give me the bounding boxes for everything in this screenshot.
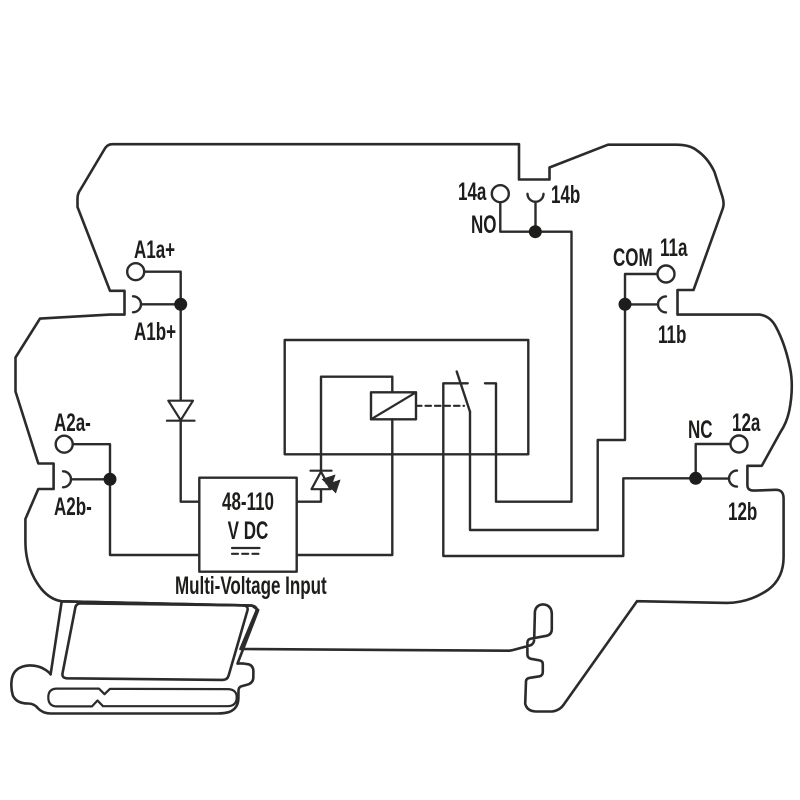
terminal-14b: [526, 192, 545, 203]
din-rail-foot: [10, 600, 260, 715]
label-12a: 12a: [732, 409, 761, 437]
label-a1b: A1b+: [134, 318, 177, 346]
label-com: COM: [613, 244, 653, 272]
led-icon: [309, 469, 341, 494]
terminal-points: [54, 183, 749, 489]
label-a2b: A2b-: [54, 493, 92, 521]
label-14b: 14b: [551, 181, 581, 209]
input-box-range: 48-110: [222, 488, 274, 516]
label-14a: 14a: [458, 178, 487, 206]
diode-icon: [165, 399, 196, 422]
label-nc: NC: [688, 416, 713, 444]
relay-coil-icon: [369, 391, 418, 421]
input-box-unit: V DC: [227, 517, 269, 545]
terminal-11b: [656, 295, 668, 314]
rail-window: [61, 602, 249, 682]
terminal-11a: [656, 264, 676, 284]
terminal-14a: [490, 183, 510, 204]
diagram-caption: Multi-Voltage Input: [175, 572, 327, 600]
rail-slot: [47, 687, 238, 708]
label-a1a: A1a+: [134, 236, 176, 264]
module-body-outline: [14, 142, 794, 713]
terminal-a2b: [61, 470, 73, 489]
label-11b: 11b: [658, 321, 687, 349]
relay-block: [283, 338, 530, 456]
terminal-12a: [729, 434, 749, 454]
diode-lower-wire: [179, 419, 201, 503]
junction-dots: [103, 225, 703, 486]
terminal-a1a: [125, 262, 146, 282]
relay-box: [283, 338, 530, 456]
terminal-a2a: [54, 434, 74, 454]
label-11a: 11a: [660, 234, 688, 262]
terminal-12b: [727, 469, 739, 488]
label-12b: 12b: [728, 498, 758, 526]
label-a2a: A2a-: [54, 409, 91, 437]
input-voltage-box: [198, 476, 298, 573]
label-no: NO: [471, 211, 497, 239]
terminal-a1b: [131, 295, 143, 314]
relay-contact-icon: [455, 370, 472, 413]
